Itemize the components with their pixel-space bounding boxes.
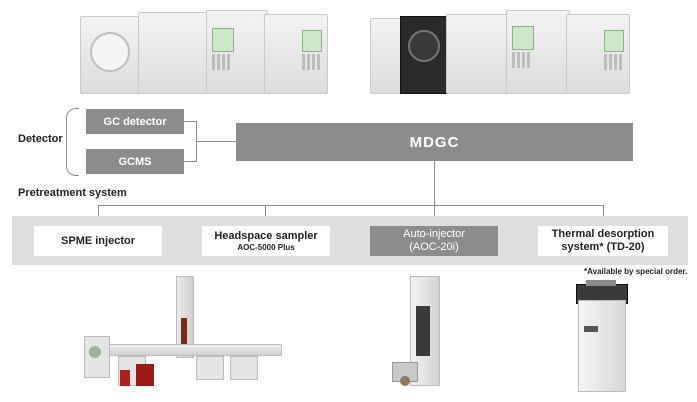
connector-thermal — [603, 205, 604, 216]
thermal-desorption-image — [572, 280, 630, 394]
gc-system-left-image — [80, 6, 328, 94]
thermal-desorption-box: Thermal desorption system* (TD-20) — [538, 226, 668, 256]
headspace-sampler-box: Headspace sampler AOC-5000 Plus — [202, 226, 330, 256]
connector-headspace — [265, 205, 266, 216]
headspace-sampler-label: Headspace sampler — [214, 229, 318, 242]
gcms-label: GCMS — [118, 155, 152, 168]
gc-detector-label: GC detector — [103, 115, 167, 128]
thermal-desorption-label: Thermal desorption — [551, 228, 655, 240]
connector-gcms — [184, 161, 196, 162]
thermal-desorption-model: system* (TD-20) — [561, 241, 645, 253]
auto-injector-box: Auto-injector (AOC-20i) — [370, 226, 498, 256]
headspace-sampler-image — [84, 276, 284, 394]
connector-spme — [98, 205, 99, 216]
spme-injector-box: SPME injector — [34, 226, 162, 256]
special-order-footnote: *Available by special order. — [584, 267, 688, 276]
connector-pretreatment-bus — [98, 205, 604, 206]
mdgc-label: MDGC — [409, 133, 460, 151]
connector-gc-detector — [184, 121, 196, 122]
auto-injector-label: Auto-injector — [403, 228, 465, 240]
auto-injector-image — [392, 276, 448, 394]
connector-autoinjector — [434, 205, 435, 216]
spme-injector-label: SPME injector — [61, 234, 135, 247]
headspace-sampler-model: AOC-5000 Plus — [237, 242, 295, 252]
auto-injector-model: (AOC-20i) — [409, 241, 459, 253]
mdgc-box: MDGC — [236, 123, 633, 161]
gc-detector-box: GC detector — [86, 109, 184, 134]
detector-bracket — [66, 108, 79, 176]
connector-to-mdgc — [196, 141, 236, 142]
gc-system-right-image — [370, 8, 630, 94]
pretreatment-label: Pretreatment system — [18, 187, 127, 199]
connector-mdgc-down — [434, 161, 435, 205]
gcms-box: GCMS — [86, 149, 184, 174]
detector-label: Detector — [18, 133, 63, 145]
